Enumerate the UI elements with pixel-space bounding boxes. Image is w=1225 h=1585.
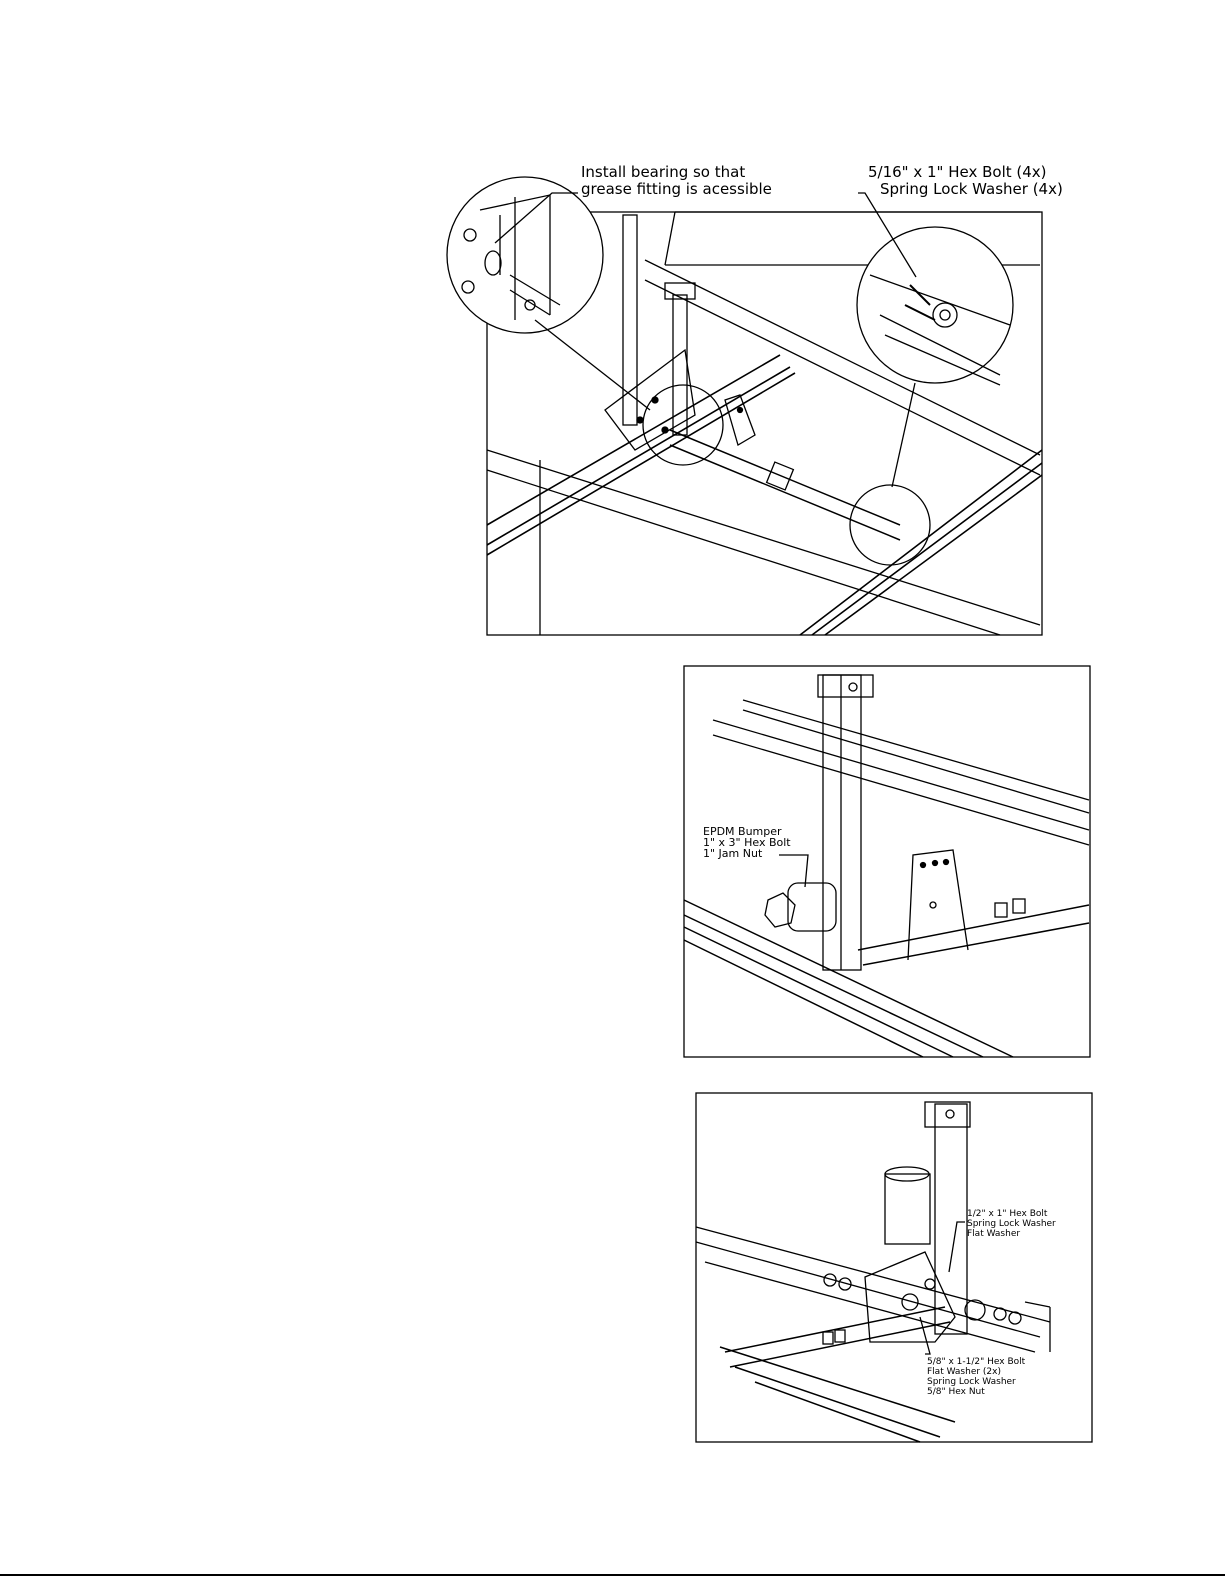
figure-3-drawing: 1/2" x 1" Hex Bolt Spring Lock Washer Fl… (695, 1092, 1095, 1444)
figure-2-frame (684, 666, 1090, 1057)
figure-2-bumper: EPDM Bumper 1" x 3" Hex Bolt 1" Jam Nut (683, 665, 1093, 1060)
callout-half-bolt-line3: Flat Washer (967, 1229, 1020, 1239)
figure-1-overview: Install bearing so that grease fitting i… (440, 155, 1080, 640)
figure-1-drawing: Install bearing so that grease fitting i… (440, 155, 1080, 640)
figure-3-pivot: 1/2" x 1" Hex Bolt Spring Lock Washer Fl… (695, 1092, 1095, 1444)
callout-bearing-line2: grease fitting is acessible (581, 180, 772, 198)
post (823, 675, 861, 970)
pivot-post (935, 1104, 967, 1334)
callout-five-eighth-line2: Flat Washer (2x) (927, 1367, 1001, 1377)
detail-circle-bolts (857, 227, 1013, 383)
callout-bearing-line1: Install bearing so that (581, 163, 745, 181)
upright-post-right (673, 295, 687, 435)
callout-bolt-line2: Spring Lock Washer (4x) (880, 180, 1063, 198)
figure-2-drawing: EPDM Bumper 1" x 3" Hex Bolt 1" Jam Nut (683, 665, 1093, 1060)
cylinder (885, 1174, 930, 1244)
upright-post-left (623, 215, 637, 425)
detail-ring-bearing (643, 385, 723, 465)
figure-3-frame (696, 1093, 1092, 1442)
callout-five-eighth-line1: 5/8" x 1-1/2" Hex Bolt (927, 1357, 1026, 1367)
callout-five-eighth-line3: Spring Lock Washer (927, 1377, 1016, 1387)
callout-half-bolt-line1: 1/2" x 1" Hex Bolt (967, 1209, 1048, 1219)
callout-bolt-line1: 5/16" x 1" Hex Bolt (4x) (868, 163, 1047, 181)
page-bottom-rule (0, 1574, 1225, 1576)
callout-half-bolt-line2: Spring Lock Washer (967, 1219, 1056, 1229)
callout-five-eighth-line4: 5/8" Hex Nut (927, 1387, 985, 1397)
callout-bumper-line3: 1" Jam Nut (703, 847, 763, 860)
